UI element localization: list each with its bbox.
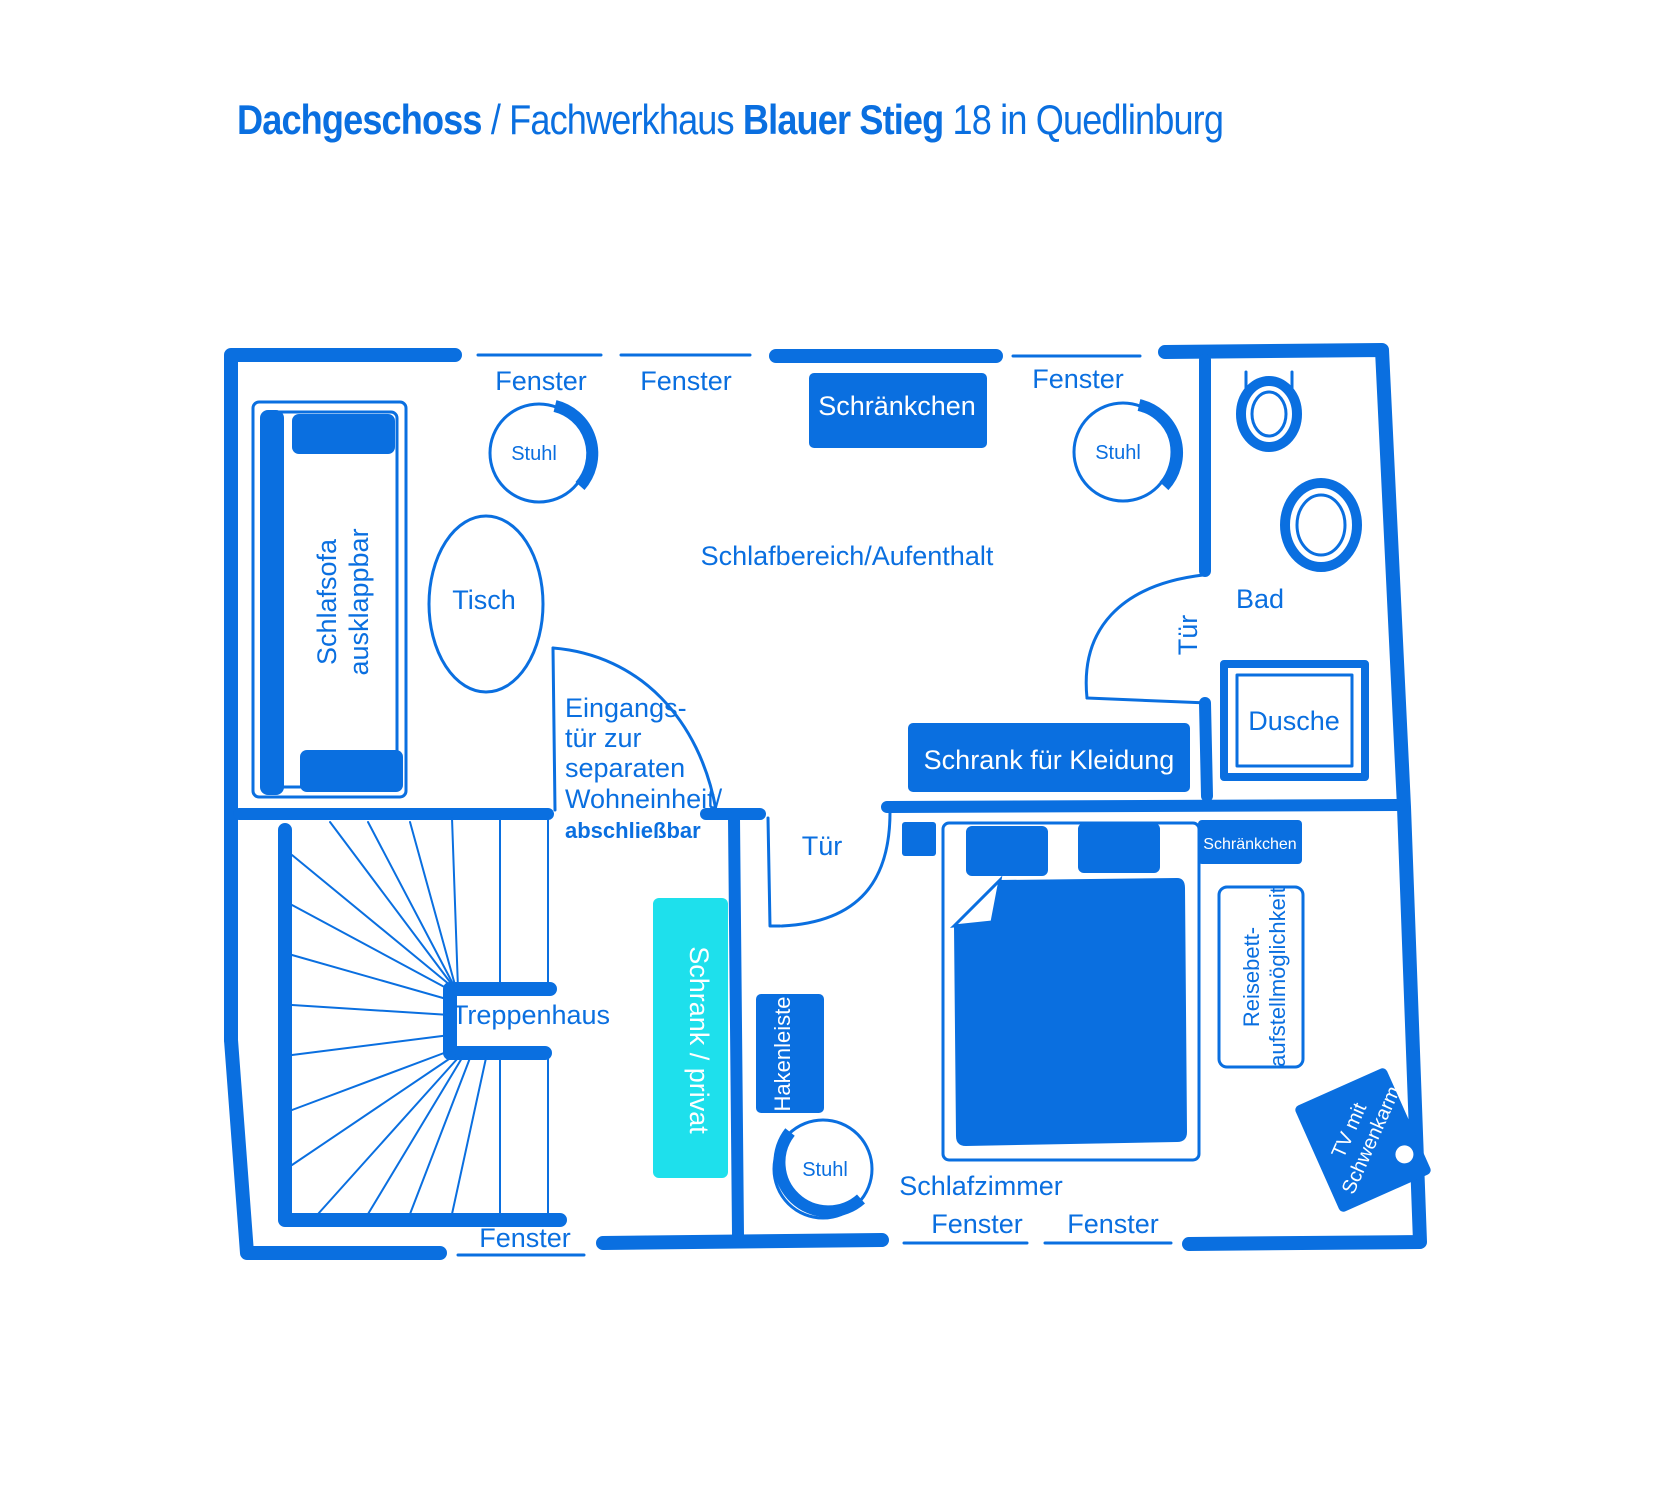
bed-frame — [941, 821, 1201, 1162]
entrance-door-swing — [551, 646, 718, 812]
bath-door-leaf — [1085, 696, 1210, 705]
shower-outer — [1220, 660, 1369, 781]
tv-group — [1295, 1068, 1431, 1212]
bedroom-door-frame — [766, 816, 782, 928]
label-window-3: Fenster — [1032, 364, 1124, 394]
label-entrance-line1: Eingangs- — [565, 693, 687, 723]
label-window-5: Fenster — [931, 1209, 1023, 1239]
label-travel-cot-line2: aufstellmöglichkeit — [1265, 887, 1290, 1067]
label-window-4: Fenster — [479, 1223, 571, 1253]
wardrobe — [908, 723, 1190, 792]
travel-cot-outline — [1217, 885, 1305, 1069]
bath-fixtures — [1220, 370, 1369, 781]
title-house-type: / Fachwerkhaus — [481, 96, 743, 143]
wall-top-left — [224, 348, 462, 1047]
sink-inner — [1295, 493, 1347, 557]
sofa-label-group: Schlafsofa ausklappbar — [312, 528, 374, 675]
title-address: 18 in Quedlinburg — [943, 96, 1224, 143]
label-travel-cot-line1: Reisebett- — [1239, 927, 1264, 1027]
label-table: Tisch — [452, 585, 516, 615]
label-sofa-line2: ausklappbar — [344, 528, 374, 675]
chair-1-back — [553, 400, 599, 490]
stair-outer-wall — [278, 823, 567, 1227]
chair-2-back — [1137, 399, 1183, 491]
label-window-1: Fenster — [495, 366, 587, 396]
label-shower: Dusche — [1248, 706, 1340, 736]
wall-corridor — [728, 812, 744, 1241]
page-title: Dachgeschoss / Fachwerkhaus Blauer Stieg… — [237, 96, 1224, 144]
bedside-table-left — [902, 822, 936, 856]
stair-steps — [291, 817, 549, 1215]
label-bedroom: Schlafzimmer — [899, 1171, 1063, 1201]
label-entrance-line4: Wohneinheit/ — [565, 784, 723, 814]
pillow-right — [1078, 823, 1160, 873]
label-window-6: Fenster — [1067, 1209, 1159, 1239]
sofa-outline — [251, 400, 408, 799]
table-outline — [427, 514, 545, 694]
toilet-seat — [1250, 390, 1288, 438]
sofa-cushion-bottom — [300, 750, 403, 792]
label-chair-1: Stuhl — [511, 443, 557, 465]
label-window-2: Fenster — [640, 366, 732, 396]
bed-blanket-fold — [949, 875, 1003, 928]
label-entrance-line5: abschließbar — [565, 818, 701, 843]
sofa-backrest — [260, 410, 284, 795]
wall-living-bedroom — [881, 799, 1408, 813]
chair-backs — [553, 399, 1183, 1218]
label-bathroom: Bad — [1236, 584, 1284, 614]
small-cabinet — [1198, 820, 1302, 864]
label-entrance-line2: tür zur — [565, 723, 642, 753]
label-chair-2: Stuhl — [1095, 442, 1141, 464]
label-entrance-line3: separaten — [565, 753, 685, 783]
interior-walls — [233, 354, 1408, 1241]
label-cabinet-top: Schränkchen — [818, 391, 976, 421]
bedroom-door-swing — [780, 810, 892, 928]
wall-bottom-middle — [596, 1233, 889, 1250]
bath-door-swing — [1084, 573, 1205, 700]
title-floor: Dachgeschoss — [237, 96, 483, 143]
hook-rail — [756, 994, 824, 1113]
label-small-cabinet: Schränkchen — [1203, 836, 1296, 853]
entrance-door-leaf — [551, 646, 557, 812]
doors — [551, 573, 1210, 928]
toilet-bowl — [1236, 376, 1302, 452]
pillow-left — [966, 826, 1048, 876]
label-sleeping-living-area: Schlafbereich/Aufenthalt — [701, 541, 994, 571]
cabinet-top — [809, 373, 987, 448]
chair-3-back — [773, 1128, 865, 1218]
label-bedroom-door: Tür — [802, 831, 843, 861]
label-private-cabinet: Schrank / privat — [684, 946, 714, 1134]
label-bath-door: Tür — [1173, 615, 1203, 656]
filled-furniture — [260, 373, 1431, 1212]
travel-cot-label-group: Reisebett- aufstellmöglichkeit — [1239, 887, 1290, 1067]
bed-blanket — [954, 878, 1187, 1146]
label-wardrobe: Schrank für Kleidung — [924, 745, 1175, 775]
title-street: Blauer Stieg — [742, 96, 944, 143]
sofa-cushion-top — [292, 414, 395, 454]
label-hook-rail: Hakenleiste — [770, 997, 795, 1112]
tv-stand — [1295, 1068, 1431, 1212]
windows — [456, 353, 1173, 1257]
tv-swivel-arm-base — [1395, 1145, 1414, 1164]
label-staircase: Treppenhaus — [452, 1000, 610, 1030]
staircase — [278, 817, 567, 1227]
sink-basin — [1280, 478, 1362, 572]
label-sofa-line1: Schlafsofa — [312, 538, 342, 665]
wall-bottom-left — [224, 1033, 447, 1260]
wall-bath-lower — [1199, 697, 1213, 802]
shower-inner — [1235, 673, 1354, 768]
label-chair-3: Stuhl — [802, 1159, 848, 1181]
private-cabinet — [653, 898, 728, 1178]
